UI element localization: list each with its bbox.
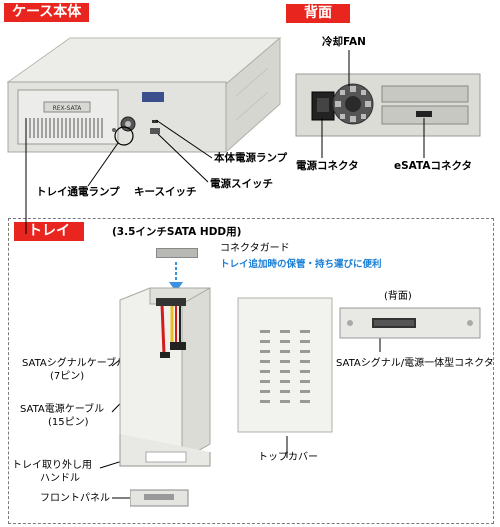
key-switch-label: キースイッチ [134, 186, 197, 198]
tray-back-view-image [339, 307, 481, 339]
combo-connector-label: SATAシグナル/電源一体型コネクタ [336, 358, 494, 369]
tray-lamp-label: トレイ通電ランプ [36, 186, 120, 198]
front-panel-image [130, 489, 189, 507]
case-device-label: REX-SATA [53, 105, 83, 112]
sata-signal-cable-label: SATAシグナルケーブル [22, 358, 127, 369]
tray-illustration [119, 287, 211, 467]
power-switch-label: 電源スイッチ [210, 178, 273, 190]
connector-guard-image [156, 248, 198, 258]
power-connector-label: 電源コネクタ [296, 160, 359, 172]
front-panel-label: フロントパネル [40, 493, 110, 504]
back-panel-illustration [295, 73, 481, 137]
hdd-type-label: (3.5インチSATA HDD用) [112, 226, 242, 238]
top-cover-label: トップカバー [258, 452, 318, 463]
sata-power-cable-label: SATA電源ケーブル [20, 404, 105, 415]
back-view-label: (背面) [384, 291, 412, 302]
tray-section-frame [8, 218, 494, 524]
connector-guard-note: トレイ追加時の保管・持ち運びに便利 [220, 259, 382, 270]
fan-label: 冷却FAN [322, 36, 366, 48]
case-section-header: ケース本体 [4, 3, 90, 22]
esata-connector-label: eSATAコネクタ [394, 160, 473, 172]
back-section-header: 背面 [286, 4, 350, 23]
sata-power-pins-label: (15ピン) [48, 417, 89, 428]
sata-signal-pins-label: (7ピン) [50, 371, 85, 382]
power-lamp-label: 本体電源ランプ [214, 152, 288, 164]
handle-label-line2: ハンドル [40, 473, 80, 484]
handle-label-line1: トレイ取り外し用 [12, 460, 92, 471]
top-cover-image [237, 297, 333, 433]
tray-section-header: トレイ [14, 222, 84, 241]
connector-guard-label: コネクタガード [220, 243, 290, 254]
case-body-illustration: REX-SATA [6, 36, 282, 154]
